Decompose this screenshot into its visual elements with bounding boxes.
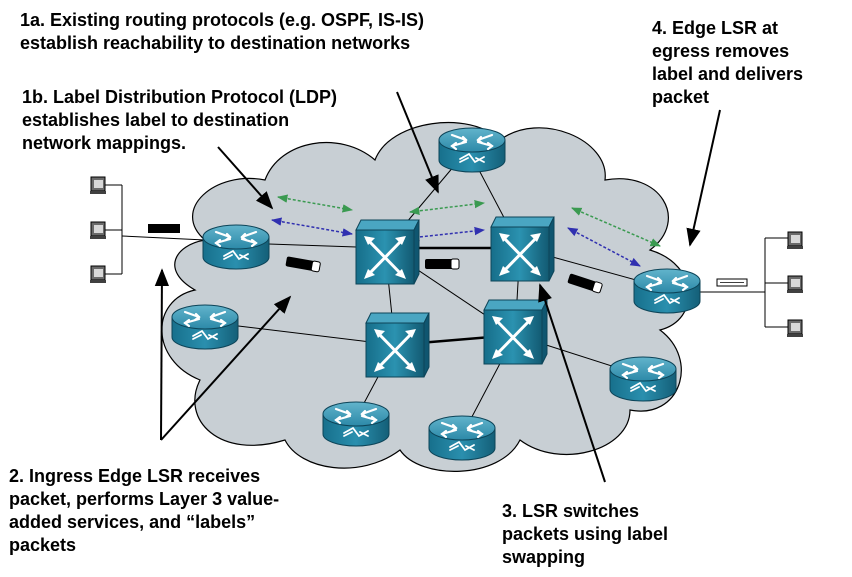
caption-3-line: 3. LSR switches [502, 501, 640, 521]
host-terminal-icon [786, 319, 804, 338]
caption-2-line: 2. Ingress Edge LSR receives [9, 466, 261, 486]
host-terminal-icon [786, 231, 804, 250]
caption-1b-line: network mappings. [22, 133, 187, 153]
ingress-hosts [102, 184, 206, 275]
egress-edge-lsr-router-icon [632, 267, 702, 315]
caption-2-line: packet, performs Layer 3 value- [9, 489, 280, 509]
caption-4-line: packet [652, 87, 710, 107]
host-terminal-icon [89, 221, 107, 240]
atm-switch-icon [354, 218, 421, 286]
host-terminal-icon [89, 265, 107, 284]
router-icon [427, 414, 497, 462]
callout-arrows [154, 91, 721, 483]
caption-4-line: 4. Edge LSR at [652, 18, 779, 38]
caption-4-line: label and delivers [652, 64, 804, 84]
network-cloud [161, 121, 690, 472]
unlabeled-packet-icon [148, 224, 180, 233]
labeled-packet-icon [424, 258, 460, 270]
host-terminal-icon [786, 275, 804, 294]
ldp-arrows [270, 194, 661, 267]
router-icon [437, 126, 507, 174]
atm-switch-icon [364, 311, 431, 379]
caption-1b-line: 1b. Label Distribution Protocol (LDP) [22, 87, 337, 107]
caption-4: 4. Edge LSR at egress removes label and … [652, 17, 803, 109]
caption-1b: 1b. Label Distribution Protocol (LDP) es… [22, 86, 337, 155]
caption-2-line: added services, and “labels” [9, 512, 256, 532]
router-icon [321, 400, 391, 448]
caption-1a-line: 1a. Existing routing protocols (e.g. OSP… [20, 10, 425, 30]
router-icon [170, 303, 240, 351]
caption-3: 3. LSR switches packets using label swap… [502, 500, 668, 569]
caption-2-line: packets [9, 535, 77, 555]
caption-1a-line: establish reachability to destination ne… [20, 33, 411, 53]
ingress-edge-lsr-router-icon [201, 223, 271, 271]
unlabeled-packet-icon [716, 278, 748, 287]
caption-1a: 1a. Existing routing protocols (e.g. OSP… [20, 9, 424, 55]
atm-switch-icon [489, 215, 556, 283]
atm-switch-icon [482, 298, 549, 366]
caption-2: 2. Ingress Edge LSR receives packet, per… [9, 465, 279, 557]
caption-4-line: egress removes [652, 41, 790, 61]
caption-3-line: packets using label [502, 524, 669, 544]
router-icon [608, 355, 678, 403]
egress-hosts [698, 237, 790, 328]
caption-3-line: swapping [502, 547, 586, 567]
host-terminal-icon [89, 176, 107, 195]
caption-1b-line: establishes label to destination [22, 110, 290, 130]
